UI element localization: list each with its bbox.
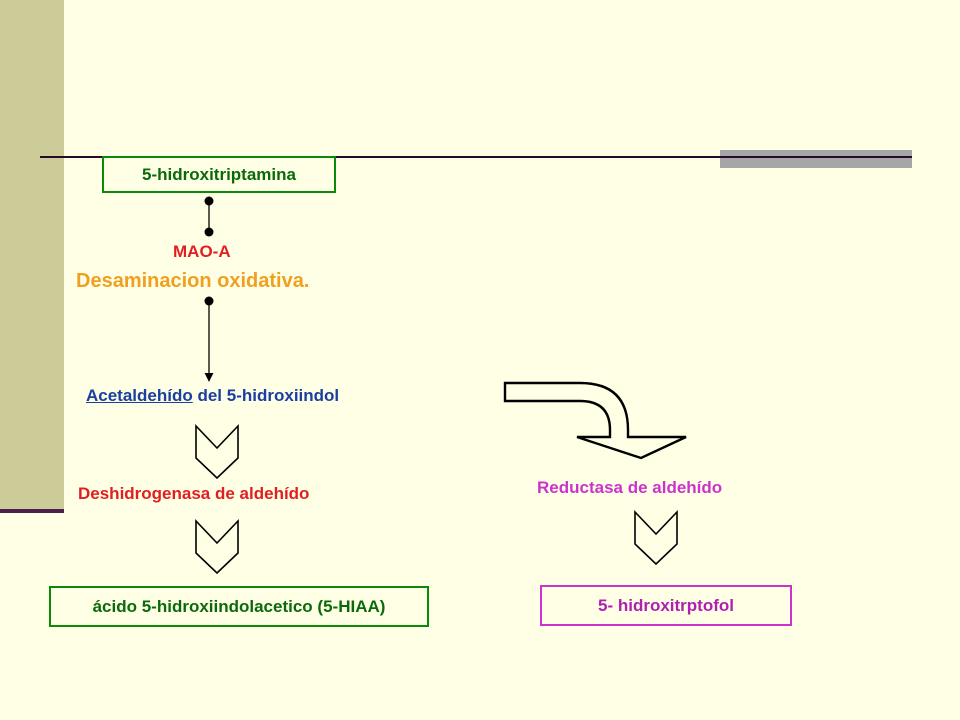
side-bar-rule [0,509,64,513]
aldehyde-link[interactable]: Acetaldehído [86,386,193,405]
dehydrogenase-label: Deshidrogenasa de aldehído [78,484,310,503]
top-rule-accent [720,156,912,158]
process-label: Desaminacion oxidativa. [76,270,310,292]
bracket-arrow-icon [195,424,239,480]
top-rule [40,156,912,158]
bracket-arrow-icon [634,510,678,566]
tryptophol-box: 5- hidroxitrptofol [540,585,792,626]
hiaa-box: ácido 5-hidroxiindolacetico (5-HIAA) [49,586,429,627]
side-bar [0,0,64,510]
reductase-label: Reductasa de aldehído [537,478,723,497]
serotonin-box: 5-hidroxitriptamina [102,156,336,193]
enzyme-mao-label: MAO-A [173,242,231,261]
serotonin-label: 5-hidroxitriptamina [142,164,296,184]
gray-accent-block [720,150,912,168]
curved-arrow-icon [503,381,687,460]
aldehyde-label: Acetaldehído del 5-hidroxiindol [86,386,339,406]
bracket-arrow-icon [195,519,239,575]
aldehyde-rest: del 5-hidroxiindol [192,386,340,405]
hiaa-label: ácido 5-hidroxiindolacetico (5-HIAA) [92,596,386,616]
tryptophol-label: 5- hidroxitrptofol [598,595,734,615]
